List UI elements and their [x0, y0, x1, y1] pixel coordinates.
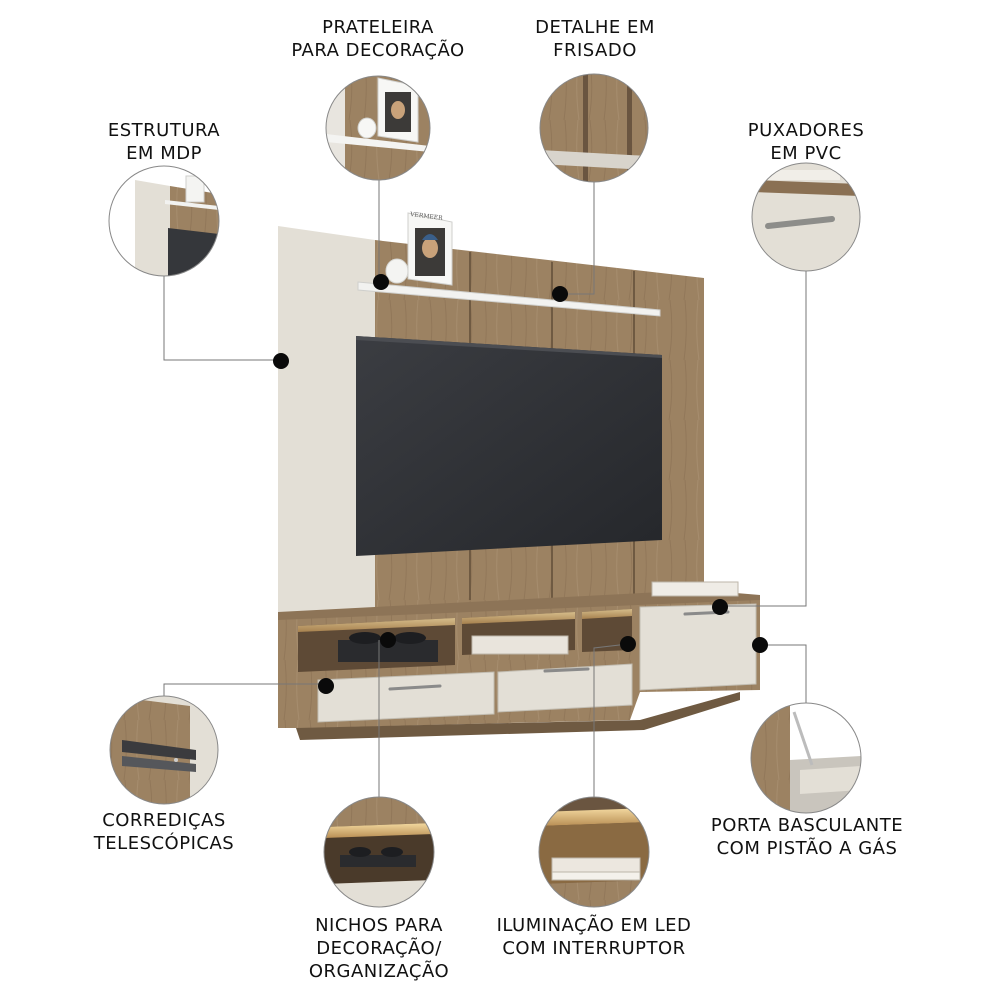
cabinet-top	[278, 590, 760, 622]
detail-circle-handles	[752, 163, 860, 271]
callout-dots	[273, 274, 768, 694]
label-slides: CORREDIÇAS TELESCÓPICAS	[93, 810, 235, 854]
flap-door	[639, 603, 757, 691]
television	[356, 336, 662, 556]
detail-circle-led	[539, 797, 649, 907]
detail-circle-mdp	[109, 166, 219, 276]
niche-right	[582, 609, 632, 652]
leader-lines	[163, 180, 807, 797]
detail-circle-shelf	[326, 76, 430, 180]
label-shelf: PRATELEIRA PARA DECORAÇÃO	[291, 17, 465, 61]
label-mdp: ESTRUTURA EM MDP	[107, 120, 221, 164]
drawer-middle	[497, 663, 633, 713]
label-handles: PUXADORES EM PVC	[747, 120, 865, 164]
detail-circle-fluted	[540, 74, 648, 182]
detail-circle-flapdoor	[751, 703, 861, 813]
detail-circle-slides	[110, 696, 218, 804]
label-flapdoor: PORTA BASCULANTE COM PISTÃO A GÁS	[710, 815, 904, 859]
drawer-left	[317, 671, 495, 723]
label-led: ILUMINAÇÃO EM LED COM INTERRUPTOR	[496, 915, 692, 959]
side-panel	[278, 226, 375, 700]
vase	[385, 258, 409, 284]
label-fluted: DETALHE EM FRISADO	[535, 17, 655, 61]
label-niches: NICHOS PARA DECORAÇÃO/ ORGANIZAÇÃO	[308, 915, 450, 982]
plinth	[296, 692, 740, 740]
detail-circle-niches	[324, 797, 434, 907]
